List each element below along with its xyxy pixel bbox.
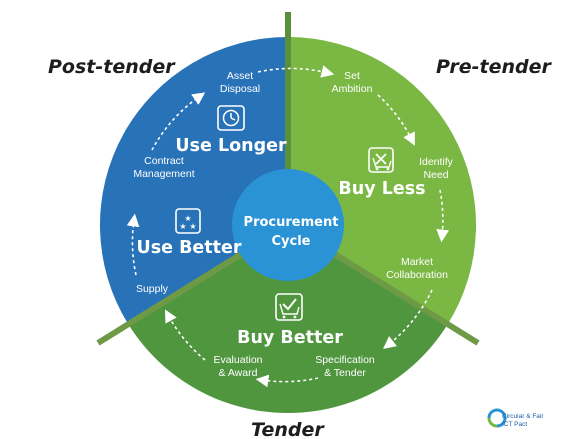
strategy-use-longer: Use Longer xyxy=(175,136,287,156)
stars-icon: ★ ★ ★ xyxy=(175,208,201,234)
step-market-collaboration-line2: Collaboration xyxy=(386,269,448,281)
cycle-arc-left-lower xyxy=(164,309,206,361)
step-contract-management-line1: Contract xyxy=(144,155,184,167)
center-label-line1: Procurement xyxy=(244,215,339,230)
tender-sector xyxy=(128,225,448,414)
clock-icon xyxy=(217,105,245,131)
logo-text-line1: Circular & Fair xyxy=(502,413,544,420)
strategy-buy-less: Buy Less xyxy=(338,179,425,199)
step-identify-need-line1: Identify xyxy=(419,156,454,168)
step-market-collaboration-line1: Market xyxy=(401,256,433,268)
step-specification-tender-line2: & Tender xyxy=(324,367,366,379)
svg-text:★: ★ xyxy=(189,222,196,231)
phase-label-pre-tender: Pre-tender xyxy=(436,56,552,78)
step-evaluation-award-line1: Evaluation xyxy=(213,354,262,366)
circular-fair-ict-pact-logo: Circular & Fair ICT Pact xyxy=(487,408,544,428)
svg-text:★: ★ xyxy=(179,222,186,231)
check-cart-icon xyxy=(275,293,303,321)
phase-label-tender: Tender xyxy=(251,419,325,439)
center-label-line2: Cycle xyxy=(272,234,311,249)
cycle-arc-left-upper xyxy=(151,92,206,151)
step-set-ambition-line2: Ambition xyxy=(332,83,373,95)
center-circle xyxy=(232,169,344,281)
logo-text-line2: ICT Pact xyxy=(502,421,527,428)
step-identify-need-line2: Need xyxy=(423,169,448,181)
strategy-use-better: Use Better xyxy=(136,238,241,258)
cycle-arc-right-middle xyxy=(436,189,450,243)
phase-label-post-tender: Post-tender xyxy=(48,56,176,78)
svg-text:★: ★ xyxy=(184,214,191,223)
step-contract-management-line2: Management xyxy=(133,168,194,180)
step-asset-disposal-line2: Disposal xyxy=(220,83,260,95)
step-evaluation-award-line2: & Award xyxy=(219,367,258,379)
step-specification-tender-line1: Specification xyxy=(315,354,375,366)
step-set-ambition-line1: Set xyxy=(344,70,360,82)
strategy-buy-better: Buy Better xyxy=(237,328,343,348)
reduce-cart-icon xyxy=(368,147,394,173)
step-asset-disposal-line1: Asset xyxy=(227,70,253,82)
step-supply: Supply xyxy=(136,283,169,295)
